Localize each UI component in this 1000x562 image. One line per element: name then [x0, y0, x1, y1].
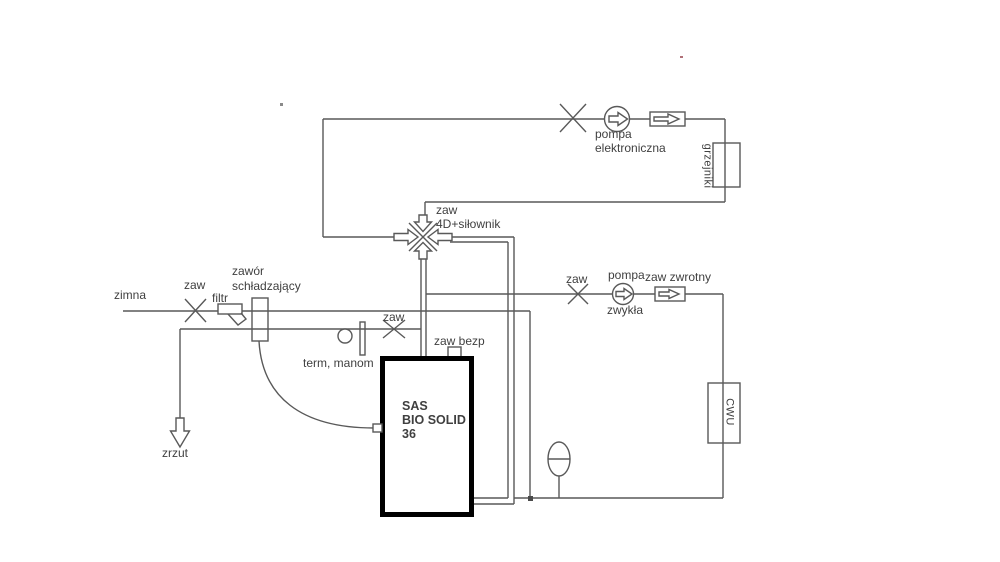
heating-return-pipe [424, 201, 725, 216]
cold-inlet-label: zimna [114, 288, 147, 302]
filter-icon [217, 303, 248, 326]
instruments-label: term, manom [303, 356, 374, 370]
valve-icon [184, 298, 207, 323]
valve-icon [559, 103, 587, 133]
cooling-valve-drain-curve [258, 340, 375, 429]
filter-label: filtr [212, 291, 228, 305]
pump-regular-icon [611, 282, 635, 306]
cooling-valve-label-line2: schładzający [232, 279, 301, 293]
cooling-valve-icon [251, 297, 269, 342]
mixing-valve-4d-icon [393, 214, 453, 260]
manometer-icon [359, 321, 366, 356]
radiators-label: grzejniki [701, 143, 714, 189]
boiler-inlet-double-pipe [420, 258, 427, 358]
check-valve-icon [649, 111, 686, 127]
mixing-valve-label-line1: zaw [436, 203, 458, 217]
artifact-dot [680, 56, 683, 58]
heating-pump-label-line1: pompa [595, 127, 632, 141]
check-valve-icon [654, 286, 686, 302]
boiler-name-line1: SAS [402, 399, 428, 413]
boiler-body [380, 356, 474, 517]
pump-electronic-icon [603, 105, 631, 133]
dhw-valve-label: zaw [566, 272, 588, 286]
radiators-icon [712, 142, 741, 188]
boiler-fitting-icon [372, 423, 383, 433]
cold-valve-label: zaw [184, 278, 206, 292]
cooling-valve-label-line1: zawór [232, 264, 265, 278]
dhw-tank-label: CWU [723, 398, 736, 426]
drain-arrow-icon [169, 417, 191, 449]
junction-dot [528, 496, 533, 501]
dhw-pump-label-line1: pompa [608, 268, 645, 282]
dhw-pump-label-line2: zwykła [607, 303, 644, 317]
dhw-tank-icon [707, 382, 741, 444]
thermometer-icon [337, 328, 353, 344]
safety-valve-label: zaw bezp [434, 334, 485, 348]
expansion-vessel-icon [547, 441, 571, 498]
mixing-valve-label-line2: 4D+siłownik [436, 217, 501, 231]
boiler-inlet-valve-label: zaw [383, 310, 405, 324]
valve-icon [567, 283, 589, 305]
heating-supply-pipe [322, 118, 726, 238]
drain-label: zrzut [162, 446, 189, 460]
valve-icon [382, 319, 406, 339]
artifact-dot [280, 103, 283, 106]
dhw-check-valve-label: zaw zwrotny [645, 270, 712, 284]
cold-water-pipe [123, 310, 531, 498]
boiler-name-line3: 36 [402, 427, 416, 441]
heating-pump-label-line2: elektroniczna [595, 141, 666, 155]
boiler-name-line2: BIO SOLID [402, 413, 466, 427]
